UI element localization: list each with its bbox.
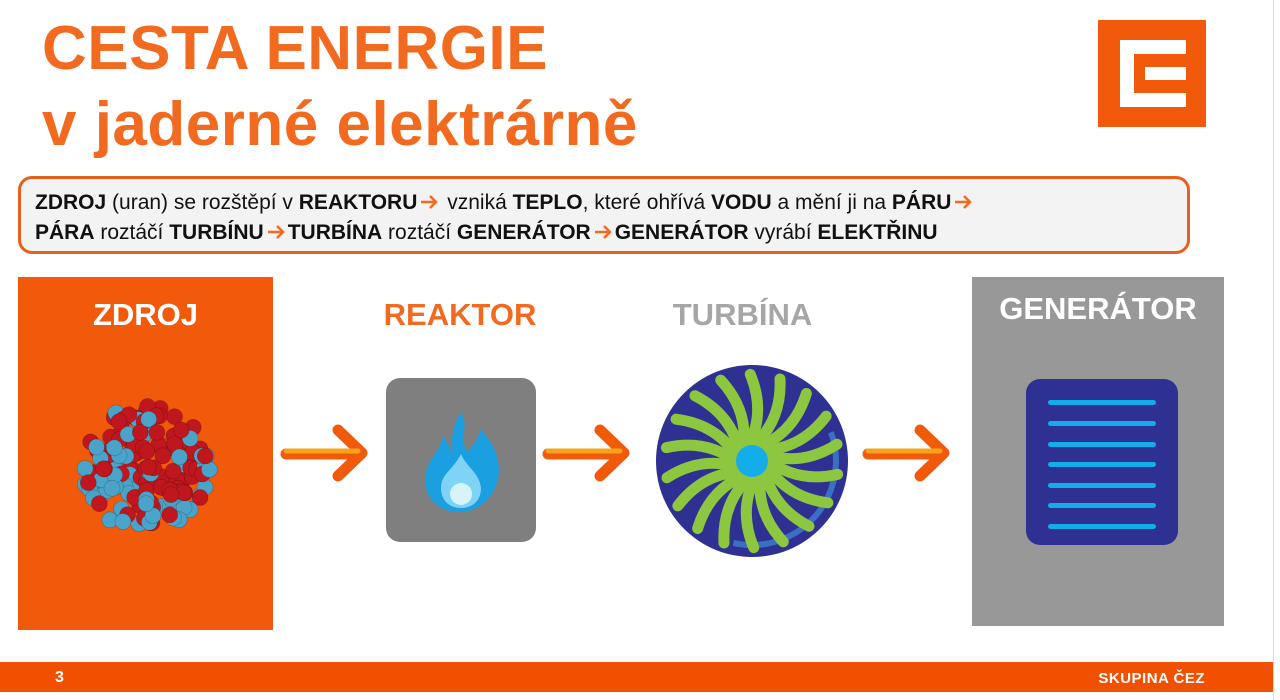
arrow-right-icon — [267, 225, 285, 239]
nucleon — [138, 443, 156, 460]
turbine-icon — [656, 365, 848, 557]
nucleon — [76, 460, 94, 477]
stage-label-reaktor: REAKTOR — [383, 297, 537, 332]
term: TURBÍNA — [287, 221, 383, 244]
nucleon — [154, 447, 172, 465]
nucleon — [114, 513, 132, 530]
generator-line — [1048, 442, 1156, 447]
arrow-right-icon — [421, 195, 439, 209]
arrow-right-icon — [955, 195, 973, 209]
term: VODU — [711, 191, 772, 214]
text: (uran) se rozštěpí v — [106, 191, 299, 214]
nucleon — [161, 506, 179, 524]
nucleon — [140, 458, 157, 476]
term: REAKTORU — [298, 191, 418, 214]
summary-line-1: ZDROJ (uran) se rozštěpí v REAKTORU vzni… — [35, 188, 1187, 218]
flame-icon — [425, 412, 499, 512]
nucleon — [162, 486, 180, 503]
text: vzniká — [441, 191, 513, 214]
term: GENERÁTOR — [614, 221, 749, 244]
nucleon — [132, 423, 149, 441]
nucleon — [172, 421, 190, 439]
term: PÁRU — [891, 191, 952, 214]
atom-icon — [76, 398, 218, 532]
text: roztáčí — [382, 221, 457, 244]
nucleon — [91, 495, 108, 512]
generator-line — [1048, 483, 1156, 488]
nucleon — [110, 413, 128, 430]
text: roztáčí — [94, 221, 170, 244]
generator-line — [1048, 524, 1156, 529]
reactor-box — [386, 378, 536, 542]
nucleon — [171, 448, 188, 466]
nucleon — [148, 423, 166, 441]
term: PÁRA — [35, 221, 95, 244]
generator-line — [1048, 462, 1156, 467]
summary-box: ZDROJ (uran) se rozštěpí v REAKTORU vzni… — [18, 176, 1190, 254]
arrow-right-icon — [862, 424, 950, 482]
slide-edge — [1273, 0, 1274, 700]
arrow-right-icon — [280, 424, 368, 482]
term: ELEKTŘINU — [817, 221, 938, 244]
title-line-2: v jaderné elektrárně — [42, 90, 638, 159]
generator-line — [1048, 400, 1156, 405]
nucleon — [95, 460, 112, 478]
page-number: 3 — [55, 669, 64, 686]
footer-brand: SKUPINA ČEZ — [1098, 670, 1205, 687]
stage-label-generator: GENERÁTOR — [999, 291, 1197, 326]
term: TEPLO — [512, 191, 583, 214]
summary-line-2: PÁRA roztáčí TURBÍNU TURBÍNA roztáčí GENE… — [35, 218, 1187, 248]
nucleon — [79, 474, 97, 491]
arrow-right-icon — [542, 424, 630, 482]
nucleon — [137, 495, 155, 513]
nucleon — [196, 447, 214, 465]
text: vyrábí — [748, 221, 818, 244]
title-line-1: CESTA ENERGIE — [42, 14, 549, 83]
nucleon — [164, 462, 182, 480]
cez-logo — [1098, 20, 1206, 127]
nucleon — [191, 489, 209, 506]
stage-label-zdroj: ZDROJ — [92, 297, 199, 332]
nucleon — [103, 480, 121, 497]
text: a mění ji na — [771, 191, 892, 214]
turbine-blade — [741, 368, 764, 454]
generator-line — [1048, 421, 1156, 426]
nucleon — [105, 439, 123, 457]
term: TURBÍNU — [169, 221, 264, 244]
generator-line — [1048, 503, 1156, 508]
footer-bar: 3 SKUPINA ČEZ — [0, 662, 1273, 692]
term: GENERÁTOR — [456, 221, 591, 244]
term: ZDROJ — [35, 191, 107, 214]
stage-label-turbina: TURBÍNA — [672, 297, 813, 332]
nucleon — [140, 410, 157, 428]
nucleon — [88, 438, 105, 456]
arrow-right-icon — [594, 225, 612, 239]
generator-icon — [1026, 379, 1178, 545]
text: , které ohřívá — [582, 191, 711, 214]
